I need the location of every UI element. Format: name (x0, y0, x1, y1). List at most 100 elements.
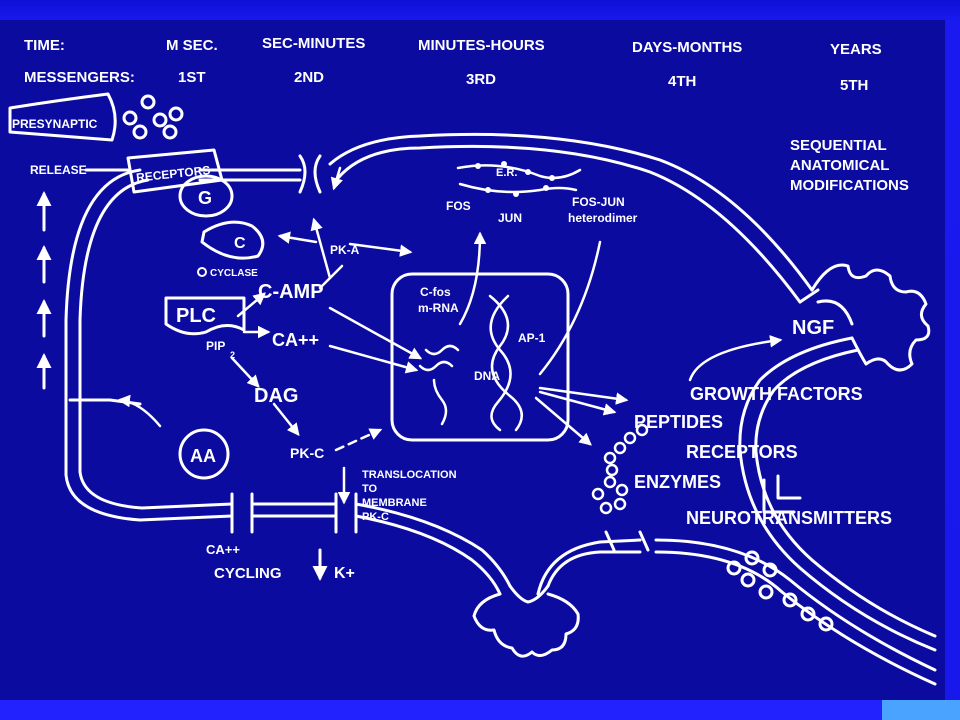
ca-label: CA++ (272, 330, 319, 350)
messenger-col-3: 3RD (466, 71, 496, 88)
release-channel-a (604, 530, 616, 552)
dna-label: DNA (474, 369, 500, 383)
jun-label: JUN (498, 211, 522, 225)
er-fos-jun: E.R. FOS JUN FOS-JUN heterodimer (446, 161, 638, 225)
nucleus: C-fos m-RNA DNA AP-1 (390, 272, 570, 442)
membrane-bottom-b (354, 514, 502, 596)
cell-membrane (64, 132, 937, 686)
translocation-label-2: TO (362, 483, 378, 495)
membrane-top-right-in (336, 144, 802, 304)
neurotransmitters-label: NEUROTRANSMITTERS (686, 508, 892, 528)
g-protein (178, 174, 234, 218)
ribosome-dots (475, 161, 555, 197)
pip-label: PIP (206, 339, 225, 353)
mrna-strand (418, 344, 460, 426)
ca-cycling-label-1: CA++ (206, 542, 240, 557)
messenger-col-5: 5TH (840, 77, 868, 94)
camp-label: C-AMP (258, 281, 324, 303)
pkc-label: PK-C (290, 445, 324, 461)
ngf-label: NGF (792, 317, 834, 339)
channel-top-a (298, 154, 307, 194)
membrane-top-right (328, 132, 814, 292)
receptors-top-label: RECEPTORS (135, 163, 211, 185)
translocation-label-3: MEMBRANE (362, 497, 427, 509)
ap1-label: AP-1 (518, 331, 546, 345)
enzymes-label: ENZYMES (634, 472, 721, 492)
neuron-signaling-diagram: TIME: MESSENGERS: M SEC. 1ST SEC-MINUTES… (8, 35, 937, 686)
sequential-label-2: ANATOMICAL (790, 157, 889, 174)
pip-subscript: 2 (230, 350, 235, 360)
peptide-chain (603, 423, 649, 477)
time-col-5: YEARS (830, 41, 882, 58)
right-labels: SEQUENTIAL ANATOMICAL MODIFICATIONS NGF … (634, 137, 909, 528)
c-label: C (234, 235, 246, 252)
peptides-label: PEPTIDES (634, 412, 723, 432)
dna-helix-b (489, 294, 512, 432)
spine-top-right (798, 263, 931, 372)
messenger-col-4: 4TH (668, 73, 696, 90)
membrane-bottom-b-in (354, 502, 512, 588)
g-label: G (198, 188, 212, 208)
time-col-4: DAYS-MONTHS (632, 39, 742, 56)
vesicles-bottom (726, 550, 834, 632)
time-col-1: M SEC. (166, 37, 218, 54)
membrane-events: TRANSLOCATION TO MEMBRANE PK-C CA++ CYCL… (206, 469, 457, 582)
right-receptor-shapes (762, 474, 802, 514)
bottom-strip (0, 700, 960, 720)
fos-label: FOS (446, 199, 471, 213)
membrane-bottom-c (536, 538, 642, 596)
signal-arrows (117, 166, 783, 505)
messenger-col-2: 2ND (294, 69, 324, 86)
cfos-label-1: C-fos (420, 285, 451, 299)
fosjun-label-1: FOS-JUN (572, 195, 625, 209)
sequential-label-3: MODIFICATIONS (790, 177, 909, 194)
membrane-left-outer (64, 168, 234, 522)
spine-bottom (472, 584, 580, 658)
aa-label: AA (190, 446, 216, 466)
membrane-bottom-c-in (546, 550, 642, 588)
time-col-2: SEC-MINUTES (262, 35, 365, 52)
c-subunit (200, 220, 265, 260)
enzyme-ring (591, 475, 629, 515)
dag-label: DAG (254, 385, 298, 407)
presynaptic-label: PRESYNAPTIC (12, 117, 98, 131)
er-label: E.R. (496, 167, 517, 179)
corner-box (882, 700, 960, 720)
ca-cycling-label-2: CYCLING (214, 565, 282, 582)
membrane-right-bottom-in (654, 550, 937, 686)
pka-label: PK-A (330, 243, 360, 257)
plc-box (164, 296, 246, 336)
membrane-right-wall-in (754, 348, 937, 638)
k-label: K+ (334, 565, 355, 582)
nucleus-box (390, 272, 570, 442)
growth-factors-label: GROWTH FACTORS (690, 384, 863, 404)
plc-label: PLC (176, 305, 216, 327)
presynaptic-outline (8, 92, 117, 142)
channel-top-b (313, 154, 322, 194)
cyclase-label: CYCLASE (210, 268, 258, 279)
second-messenger-system: G C CYCLASE PLC C-AMP PK-A CA++ PIP 2 DA… (164, 174, 360, 480)
membrane-right-bottom (654, 538, 937, 672)
receptors-label: RECEPTORS (686, 442, 798, 462)
aa-circle (178, 428, 230, 480)
time-col-3: MINUTES-HOURS (418, 37, 545, 54)
messengers-label: MESSENGERS: (24, 69, 135, 86)
release-arrows (36, 191, 142, 406)
membrane-left-inner (78, 178, 234, 510)
membrane-right-wall (738, 336, 937, 652)
translocation-label-4: PK-C (362, 511, 389, 523)
translocation-label-1: TRANSLOCATION (362, 469, 457, 481)
er-strand-2 (458, 182, 578, 194)
vesicles-top (122, 94, 184, 140)
header: TIME: MESSENGERS: M SEC. 1ST SEC-MINUTES… (24, 35, 882, 94)
release-channel-b (638, 530, 650, 552)
release-label: RELEASE (30, 163, 87, 177)
sequential-label-1: SEQUENTIAL (790, 137, 887, 154)
fosjun-label-2: heterodimer (568, 211, 638, 225)
dna-helix-a (488, 294, 523, 432)
time-label: TIME: (24, 37, 65, 54)
cfos-label-2: m-RNA (418, 301, 459, 315)
messenger-col-1: 1ST (178, 69, 206, 86)
cyclase-icon (197, 267, 207, 277)
